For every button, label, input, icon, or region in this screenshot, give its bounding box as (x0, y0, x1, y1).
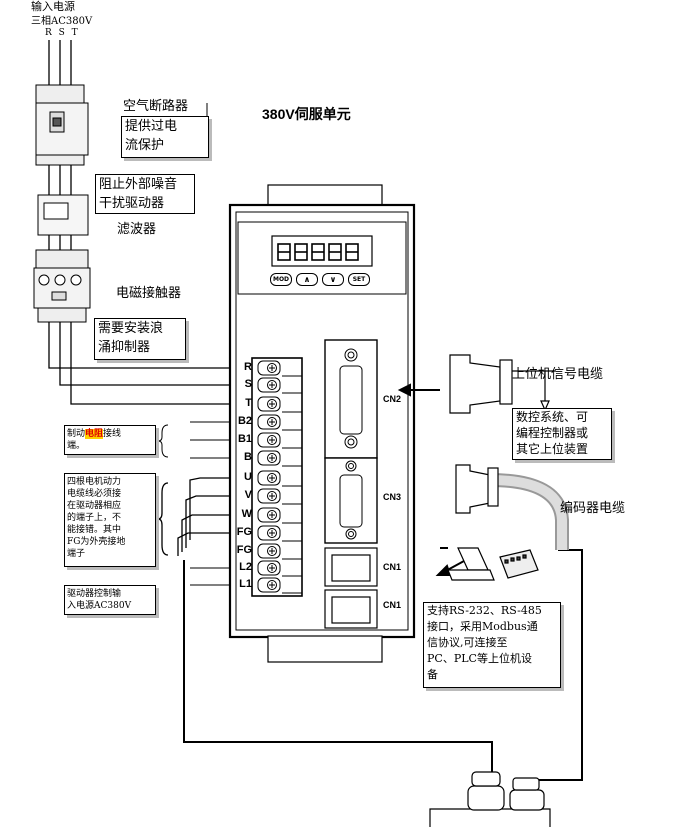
terminal-label: B2 (237, 415, 252, 427)
signal-cable-label: 上位机信号电缆 (512, 367, 604, 382)
contactor-label: 电磁接触器 (116, 286, 182, 301)
terminal-label: FG (236, 544, 252, 556)
contactor-note: 需要安装浪 涌抑制器 (94, 318, 186, 360)
noise-filter (37, 194, 89, 236)
led-display (277, 243, 359, 261)
mod-button[interactable]: MOD (270, 273, 292, 286)
input-power-label: 输入电源 (31, 0, 75, 13)
terminal-label: S (244, 378, 252, 390)
up-button[interactable]: ∧ (296, 273, 318, 286)
control-buttons: MOD ∧ ∨ SET (270, 273, 370, 286)
terminal-label: L2 (239, 561, 252, 573)
brake-highlight: 电阻 (85, 429, 104, 439)
cn2-connector (324, 339, 378, 459)
terminal-label: U (244, 471, 252, 483)
cn1-label-b: CN1 (383, 600, 402, 610)
cn3-label: CN3 (383, 492, 402, 502)
terminal-label: T (245, 397, 252, 409)
filter-label: 滤波器 (117, 222, 157, 237)
down-button[interactable]: ∨ (322, 273, 344, 286)
breaker-label: 空气断路器 (123, 99, 189, 114)
controller-note: 数控系统、可 编程控制器或 其它上位装置 (512, 408, 612, 460)
magnetic-contactor (33, 249, 91, 323)
encoder-cable-label: 编码器电缆 (560, 501, 626, 516)
diagram-title: 380V伺服单元 (262, 106, 351, 122)
filter-note: 阻止外部噪音 干扰驱动器 (95, 174, 195, 214)
terminal-label: V (244, 489, 252, 501)
terminal-label: B1 (237, 433, 252, 445)
terminal-label: FG (236, 526, 252, 538)
laptop-icon (447, 547, 495, 581)
cn2-label: CN2 (383, 394, 402, 404)
cn1-label-a: CN1 (383, 562, 402, 572)
encoder-cable-plug (455, 464, 499, 514)
terminal-label: W (241, 508, 252, 520)
terminal-label: B (244, 451, 252, 463)
air-breaker (35, 84, 89, 166)
ctrl-power-note: 驱动器控制输 入电源AC380V (64, 585, 156, 615)
cn1-ports (324, 547, 378, 629)
signal-cable-plug (449, 354, 556, 414)
brake-note: 制动电阻接线 端。 (64, 425, 156, 455)
motor-note: 四根电机动力 电缆线必须接 在驱动器相应 的端子上，不 能接错。其中 FG为外壳… (64, 473, 156, 567)
breaker-note: 提供过电 流保护 (121, 116, 209, 158)
cn3-connector (324, 457, 378, 544)
set-button[interactable]: SET (348, 273, 370, 286)
phase-labels: R S T (45, 28, 80, 38)
comm-note: 支持RS-232、RS-485 接口，采用Modbus通 信协议,可连接至 PC… (423, 602, 561, 688)
servo-motor (429, 771, 551, 827)
plc-icon (499, 549, 539, 579)
terminal-label: R (244, 361, 252, 373)
three-phase-label: 三相AC380V (31, 16, 93, 27)
terminal-label: L1 (239, 578, 252, 590)
